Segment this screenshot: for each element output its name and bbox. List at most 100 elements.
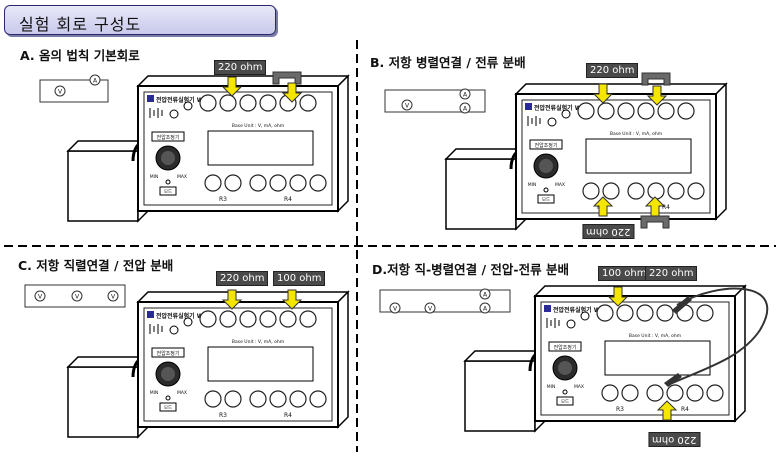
meter-symbol: A [463, 106, 468, 113]
battery-icon [527, 116, 541, 126]
knob-label-box [151, 131, 185, 142]
mode-switch [159, 186, 177, 196]
terminal-top-3 [259, 94, 277, 112]
terminal-top-5 [677, 102, 695, 120]
lcd-display [207, 346, 314, 382]
meter-symbol: A [483, 292, 488, 299]
mode-indicator [562, 389, 568, 395]
mode-switch-label: 모드 [164, 189, 172, 195]
base-unit-label: Base Unit : V, mA, ohm [610, 131, 662, 137]
terminal-top-2 [636, 304, 654, 322]
lcd-display [585, 138, 692, 174]
power-adapter-icon [67, 356, 149, 438]
knob-min-label: MIN [547, 384, 556, 390]
terminal-top-4 [279, 310, 297, 328]
terminal-top-1 [219, 94, 237, 112]
knob-label: 전압조정기 [553, 344, 576, 351]
terminal-bottom-0 [601, 384, 619, 402]
terminal-top-5 [299, 94, 317, 112]
ammeter-icon [479, 302, 491, 314]
brand-logo-icon [147, 311, 154, 318]
jumper-b1 [641, 72, 671, 86]
meter-symbol: V [393, 306, 398, 313]
brand-text: 전압전류실험기 W- [156, 312, 206, 320]
meter-symbol: V [58, 89, 63, 96]
resistor-label-c1: 220 ohm [216, 271, 269, 286]
battery-icon [149, 324, 163, 334]
terminal-bottom-4 [289, 174, 307, 192]
terminal-bottom-2 [249, 390, 267, 408]
terminal-bottom-0 [582, 182, 600, 200]
terminal-bottom-4 [667, 182, 685, 200]
terminal-bottom-2 [646, 384, 664, 402]
power-adapter-icon [445, 148, 527, 230]
mode-switch-label: 모드 [561, 399, 569, 405]
terminal-bottom-5 [309, 174, 327, 192]
mode-indicator [165, 395, 171, 401]
terminal-top-1 [597, 102, 615, 120]
brand-logo-icon [544, 305, 551, 312]
brand-text: 전압전류실험기 W- [156, 96, 206, 104]
terminal-bottom-2 [627, 182, 645, 200]
section-a-title: A. 옴의 법칙 기본회로 [20, 48, 140, 63]
terminal-top-1 [219, 310, 237, 328]
terminal-top-5 [299, 310, 317, 328]
brand-text: 전압전류실험기 W- [553, 306, 603, 314]
knob-max-label: MAX [177, 390, 187, 396]
probe-wire [667, 287, 769, 386]
r3-label: R3 [219, 412, 227, 419]
section-b-title: B. 저항 병렬연결 / 전류 분배 [370, 55, 526, 70]
r3-label: R3 [219, 196, 227, 203]
schematic-b: VAA [384, 88, 486, 114]
terminal-top-3 [637, 102, 655, 120]
r4-label: R4 [284, 412, 292, 419]
meter-symbol: V [428, 306, 433, 313]
terminal-bottom-4 [289, 390, 307, 408]
knob-min-label: MIN [150, 390, 159, 396]
terminal-top-3 [656, 304, 674, 322]
terminal-top-0 [199, 310, 217, 328]
meter-symbol: V [38, 294, 43, 301]
terminal-top-4 [657, 102, 675, 120]
brand-logo-icon [525, 103, 532, 110]
mode-switch-label: 모드 [164, 405, 172, 411]
schematic-a: VA [39, 74, 109, 103]
voltmeter-icon [424, 302, 436, 314]
page-title: 실험 회로 구성도 [19, 15, 142, 34]
battery-icon [149, 108, 163, 118]
terminal-top-3 [259, 310, 277, 328]
terminal-bottom-3 [269, 174, 287, 192]
knob-min-label: MIN [150, 174, 159, 180]
base-unit-label: Base Unit : V, mA, ohm [232, 123, 284, 129]
base-unit-label: Base Unit : V, mA, ohm [232, 339, 284, 345]
terminal-bottom-1 [224, 390, 242, 408]
jumper-b2 [640, 215, 670, 229]
experiment-board-d: 전압전류실험기 W- Base Unit : V, mA, ohm 전압조정기 MIN… [464, 284, 747, 432]
page-title-box: 실험 회로 구성도 [4, 5, 276, 35]
knob-label-box [529, 139, 563, 150]
voltmeter-icon [54, 85, 66, 97]
voltmeter-icon [71, 290, 83, 302]
base-unit-label: Base Unit : V, mA, ohm [629, 333, 681, 339]
power-adapter-icon [67, 140, 149, 222]
ammeter-icon [459, 102, 471, 114]
knob-label-box [151, 347, 185, 358]
mode-switch-label: 모드 [542, 197, 550, 203]
knob-label: 전압조정기 [156, 350, 179, 357]
meter-symbol: V [111, 294, 116, 301]
terminal-bottom-0 [204, 390, 222, 408]
terminal-bottom-5 [706, 384, 724, 402]
ammeter-icon [459, 88, 471, 100]
meter-symbol: A [483, 306, 488, 313]
ammeter-icon [561, 109, 571, 119]
voltmeter-icon [169, 325, 179, 335]
terminal-bottom-3 [269, 390, 287, 408]
terminal-bottom-1 [602, 182, 620, 200]
terminal-top-2 [617, 102, 635, 120]
terminal-bottom-1 [621, 384, 639, 402]
meter-symbol: V [75, 294, 80, 301]
mode-indicator [543, 187, 549, 193]
meter-symbol: V [405, 103, 410, 110]
